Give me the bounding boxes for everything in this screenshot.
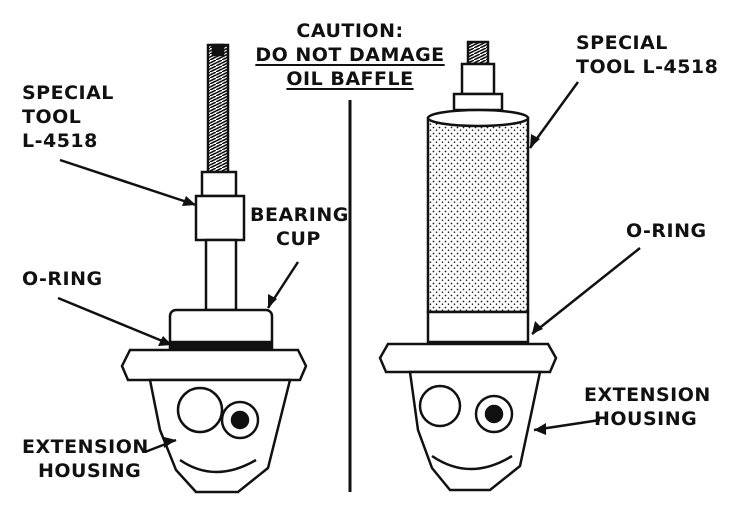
- bearing-cup: [168, 308, 274, 348]
- left-extension-housing-label-line2: HOUSING: [38, 460, 142, 482]
- left-assembly: [120, 43, 308, 494]
- tool-body: [194, 194, 246, 242]
- tool-nut: [200, 170, 238, 198]
- caution-line-oil-baffle: OIL BAFFLE: [286, 68, 414, 90]
- right-special-tool-label-line1: SPECIAL: [576, 32, 668, 54]
- extension-housing-body: [148, 378, 292, 494]
- right-housing-flange: [378, 342, 558, 374]
- tool-lower-band: [426, 310, 530, 344]
- right-o-ring-label: O-RING: [626, 220, 707, 242]
- left-special-tool-label-line3: L-4518: [22, 130, 98, 152]
- tool-cylinder: [426, 109, 530, 314]
- right-assembly: [378, 40, 558, 492]
- bearing-cup-label-line1: BEARING: [250, 204, 349, 226]
- left-extension-housing-label-line1: EXTENSION: [22, 436, 149, 458]
- left-o-ring-label: O-RING: [22, 268, 103, 290]
- arrowheads: [158, 134, 546, 448]
- caution-line-do-not-damage: DO NOT DAMAGE: [255, 44, 445, 66]
- right-extension-housing-label-line2: HOUSING: [594, 408, 698, 430]
- threaded-rod: [206, 43, 230, 177]
- left-special-tool-label-line1: SPECIAL: [22, 82, 114, 104]
- bearing-cup-label-line2: CUP: [276, 228, 321, 250]
- right-special-tool-label-line2: TOOL L-4518: [576, 56, 719, 78]
- right-extension-housing-label-line1: EXTENSION: [584, 384, 711, 406]
- left-special-tool-label-line2: TOOL: [22, 106, 82, 128]
- housing-flange: [120, 348, 308, 382]
- caution-heading: CAUTION:: [296, 20, 404, 42]
